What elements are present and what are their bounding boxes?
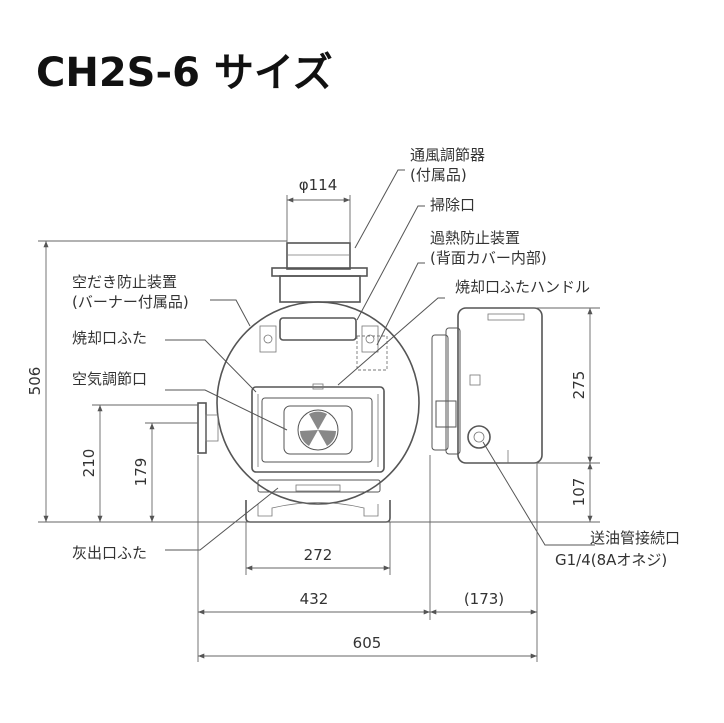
label-overheat-device: 過熱防止装置 (430, 229, 520, 247)
dim-burner-lower: 107 (570, 478, 588, 507)
chimney (286, 242, 351, 270)
dim-leg-width: 272 (304, 546, 333, 564)
main-drum (216, 301, 420, 505)
dimension-values: φ114 506 210 179 275 107 272 432 (173) 6… (26, 176, 588, 652)
dim-body-width: 432 (300, 590, 329, 608)
label-dry-fire-device-note: (バーナー付属品) (72, 293, 189, 311)
dim-total-width: 605 (353, 634, 382, 652)
burner-housing (457, 307, 543, 464)
label-vent-regulator: 通風調節器 (410, 146, 485, 164)
label-burn-port-cover: 焼却口ふた (72, 329, 147, 347)
label-burn-port-cover-handle: 焼却口ふたハンドル (455, 278, 590, 296)
burn-port-cover (251, 386, 385, 473)
overheat-device (356, 335, 388, 371)
cleanout-lid (279, 317, 357, 341)
label-overheat-device-note: (背面カバー内部) (430, 249, 547, 267)
dim-burner-height: 179 (132, 458, 150, 487)
dim-total-height: 506 (26, 367, 44, 396)
ash-port-cover (257, 479, 381, 493)
dim-air-port-height: 210 (80, 449, 98, 478)
air-damper (283, 405, 353, 455)
leader-lines (165, 169, 595, 551)
dim-burner-upper: 275 (570, 371, 588, 400)
label-cleanout: 掃除口 (430, 196, 475, 214)
part-labels: 通風調節器 (付属品) 掃除口 過熱防止装置 (背面カバー内部) 空だき防止装置… (72, 146, 680, 569)
dim-chimney-dia: φ114 (299, 176, 338, 194)
label-ash-port-cover: 灰出口ふた (72, 544, 147, 562)
label-dry-fire-device: 空だき防止装置 (72, 273, 177, 291)
label-air-damper: 空気調節口 (72, 370, 147, 388)
dim-burner-depth: (173) (464, 590, 504, 608)
label-vent-regulator-note: (付属品) (410, 166, 467, 184)
page-title: CH2S-6 サイズ (36, 50, 333, 96)
label-oil-pipe-connection: 送油管接続口 (590, 529, 680, 547)
air-port-flange (197, 402, 207, 454)
label-oil-pipe-thread: G1/4(8Aオネジ) (555, 551, 667, 569)
dimension-lines (38, 195, 600, 662)
